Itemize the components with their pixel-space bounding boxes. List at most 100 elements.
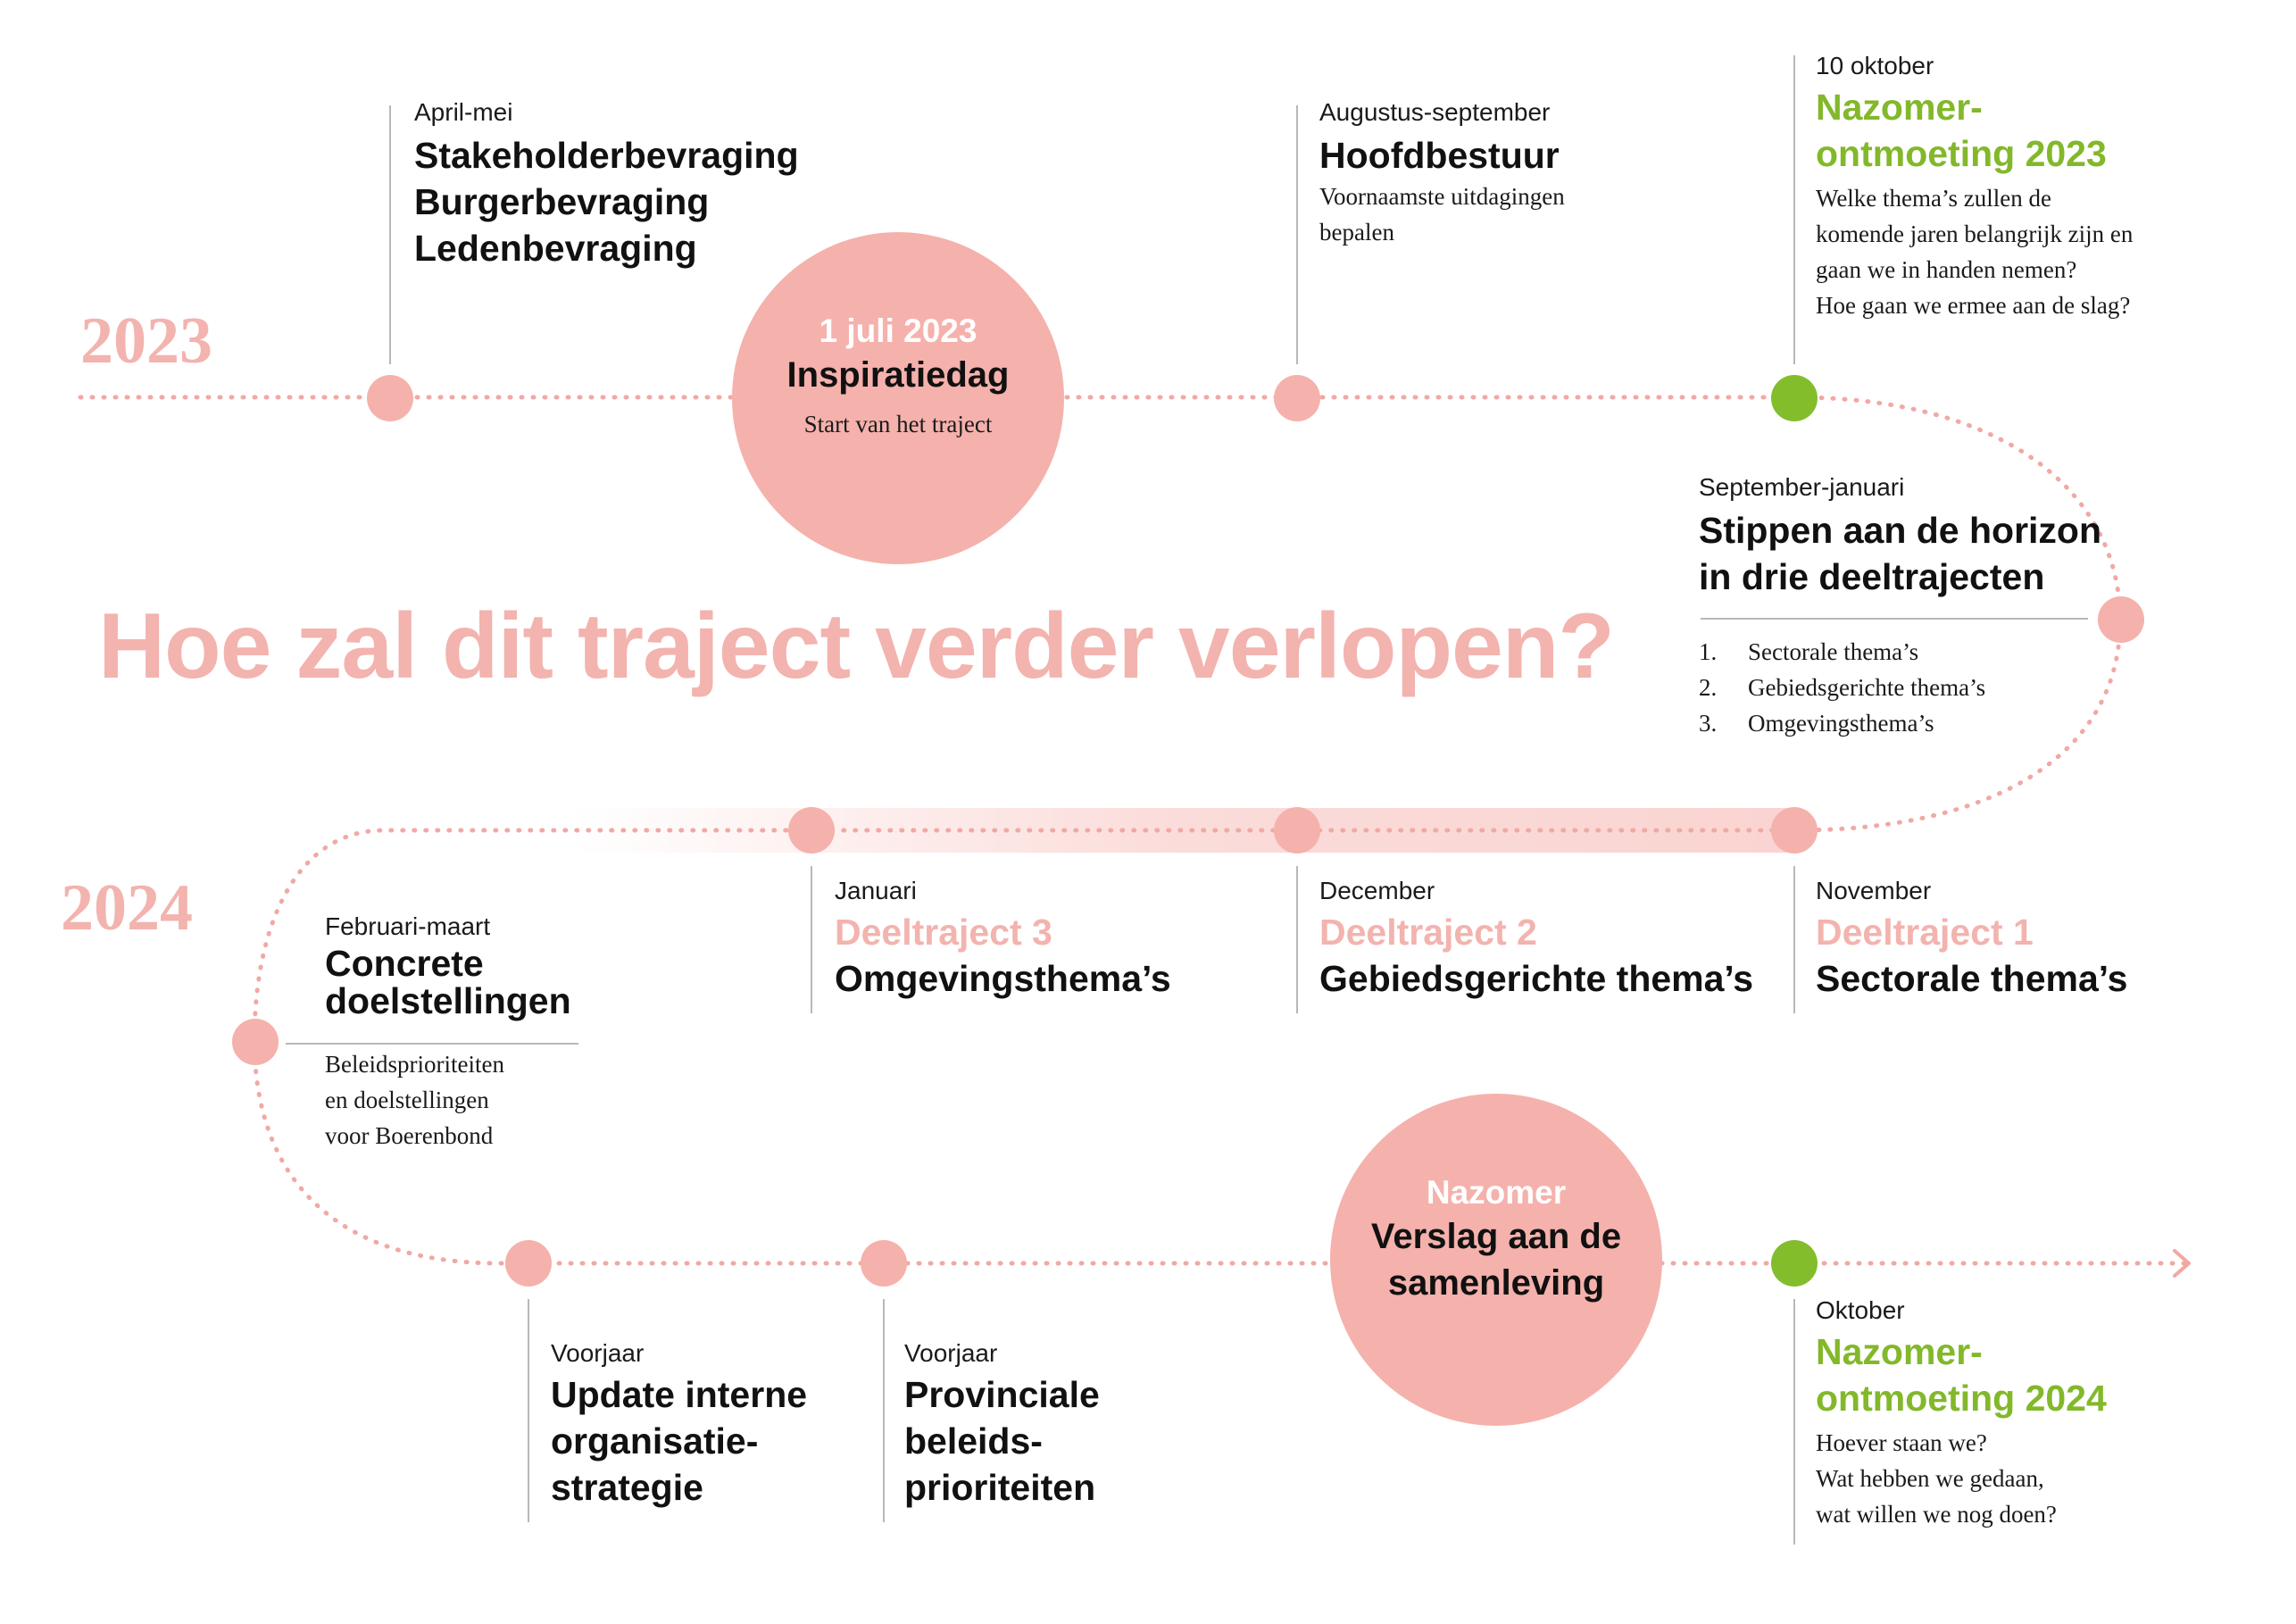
milestone-date: September-januari	[1699, 473, 1905, 501]
milestone-date: Oktober	[1816, 1296, 1905, 1324]
node-hoofdbestuur	[1274, 375, 1320, 421]
milestone-body: Start van het traject	[803, 411, 993, 437]
list-item: 3. Omgevingsthema’s	[1699, 705, 2101, 741]
milestone-body: Hoever staan we?	[1816, 1429, 1987, 1456]
milestone-title: strategie	[551, 1467, 703, 1508]
milestone-body: bepalen	[1319, 219, 1394, 246]
milestone-date: Augustus-september	[1319, 98, 1551, 126]
milestone-date: December	[1319, 877, 1435, 904]
milestone-body: Wat hebben we gedaan,	[1816, 1465, 2044, 1492]
year-2023: 2023	[80, 304, 212, 378]
milestone-date: November	[1816, 877, 1932, 904]
milestone-body: Welke thema’s zullen de	[1816, 185, 2051, 212]
milestone-title: Provinciale	[904, 1374, 1100, 1415]
list-text: Sectorale thema’s	[1748, 638, 1919, 665]
year-2024: 2024	[61, 871, 193, 945]
node-nazomer-2024	[1771, 1240, 1818, 1287]
milestone-date: 1 juli 2023	[819, 312, 977, 349]
list-text: Gebiedsgerichte thema’s	[1748, 674, 1986, 701]
connector-provinciale	[883, 1299, 885, 1522]
node-update	[505, 1240, 552, 1287]
milestone-subtitle: Deeltraject 1	[1816, 912, 2034, 953]
milestone-date: Januari	[835, 877, 917, 904]
milestone-title: Verslag aan de	[1370, 1217, 1622, 1256]
connector-deeltraject-3	[811, 866, 812, 1013]
milestone-line: Burgerbevraging	[414, 181, 710, 222]
milestone-body: gaan we in handen nemen?	[1816, 256, 2077, 283]
milestone-title: Inspiratiedag	[786, 355, 1010, 395]
node-april-mei	[367, 375, 413, 421]
milestone-inspiratiedag: 1 juli 2023 Inspiratiedag Start van het …	[732, 232, 1064, 564]
node-deeltraject-1	[1771, 807, 1818, 854]
milestone-title: beleids-	[904, 1420, 1043, 1462]
milestone-date: Nazomer	[1426, 1174, 1567, 1211]
milestone-title: Gebiedsgerichte thema’s	[1319, 958, 1754, 999]
connector-deeltraject-2	[1296, 866, 1298, 1013]
node-deeltraject-3	[788, 807, 835, 854]
connector-april-mei	[389, 105, 391, 364]
milestone-subtitle: Deeltraject 3	[835, 912, 1052, 953]
milestone-title: Nazomer-	[1816, 1331, 1983, 1372]
milestone-body: Hoe gaan we ermee aan de slag?	[1816, 292, 2131, 319]
milestone-title: Sectorale thema’s	[1816, 958, 2128, 999]
node-concreet	[232, 1019, 279, 1065]
milestone-date: 10 oktober	[1816, 52, 1934, 79]
milestone-date: Voorjaar	[551, 1339, 645, 1367]
milestone-deeltraject-2: December Deeltraject 2 Gebiedsgerichte t…	[1319, 877, 1753, 1002]
milestone-line: Ledenbevraging	[414, 228, 697, 269]
connector-hoofdbestuur	[1296, 105, 1298, 364]
list-item: 1. Sectorale thema’s	[1699, 634, 2101, 670]
node-provinciale	[861, 1240, 907, 1287]
milestone-title: Concrete	[325, 943, 484, 984]
page-title: Hoe zal dit traject verder verlopen?	[98, 595, 1615, 698]
milestone-body: voor Boerenbond	[325, 1122, 494, 1149]
connector-deeltraject-1	[1793, 866, 1795, 1013]
track-arrowhead	[2173, 1249, 2191, 1278]
list-text: Omgevingsthema’s	[1748, 710, 1934, 737]
connector-nazomer-2024	[1793, 1299, 1795, 1545]
list-number: 1.	[1699, 638, 1718, 665]
milestone-title: Update interne	[551, 1374, 808, 1415]
milestone-stippen: September-januari Stippen aan de horizon…	[1699, 473, 2101, 741]
milestone-deeltraject-3: Januari Deeltraject 3 Omgevingsthema’s	[835, 877, 1171, 1002]
milestone-title: Stippen aan de horizon	[1699, 510, 2102, 551]
milestone-nazomer-2024: Oktober Nazomer- ontmoeting 2024 Hoever …	[1816, 1296, 2107, 1532]
milestone-date: April-mei	[414, 98, 513, 126]
milestone-title: ontmoeting 2024	[1816, 1378, 2107, 1419]
list-number: 2.	[1699, 674, 1718, 701]
milestone-title: in drie deeltrajecten	[1699, 556, 2045, 597]
list-number: 3.	[1699, 710, 1718, 737]
divider-stippen	[1701, 618, 2088, 620]
milestone-hoofdbestuur: Augustus-september Hoofdbestuur Voornaam…	[1319, 98, 1565, 250]
milestone-line: Stakeholderbevraging	[414, 135, 799, 176]
connector-update	[528, 1299, 529, 1522]
milestone-date: Voorjaar	[904, 1339, 998, 1367]
milestone-body: komende jaren belangrijk zijn en	[1816, 221, 2134, 247]
milestone-april-mei: April-mei Stakeholderbevraging Burgerbev…	[414, 98, 799, 271]
milestone-verslag: Nazomer Verslag aan de samenleving	[1330, 1094, 1662, 1426]
milestone-body: en doelstellingen	[325, 1087, 489, 1113]
milestone-body: wat willen we nog doen?	[1816, 1501, 2057, 1528]
node-nazomer-2023	[1771, 375, 1818, 421]
milestone-title: prioriteiten	[904, 1467, 1096, 1508]
connector-nazomer-2023	[1793, 55, 1795, 364]
milestone-title: Hoofdbestuur	[1319, 135, 1560, 176]
list-item: 2. Gebiedsgerichte thema’s	[1699, 670, 2101, 705]
milestone-title: organisatie-	[551, 1420, 759, 1462]
milestone-title: Nazomer-	[1816, 87, 1983, 128]
milestone-deeltraject-1: November Deeltraject 1 Sectorale thema’s	[1816, 877, 2127, 1002]
milestone-title: ontmoeting 2023	[1816, 133, 2107, 174]
milestone-concreet: Februari-maart Concrete doelstellingen B…	[325, 912, 571, 1153]
node-deeltraject-2	[1274, 807, 1320, 854]
milestone-title: doelstellingen	[325, 980, 571, 1021]
milestone-update: Voorjaar Update interne organisatie- str…	[551, 1339, 807, 1511]
node-stippen	[2098, 596, 2144, 643]
milestone-nazomer-2023: 10 oktober Nazomer- ontmoeting 2023 Welk…	[1816, 52, 2133, 323]
milestone-subtitle: Deeltraject 2	[1319, 912, 1537, 953]
divider-concreet	[286, 1043, 578, 1045]
milestone-provinciale: Voorjaar Provinciale beleids- prioriteit…	[904, 1339, 1100, 1511]
milestone-body: Beleidsprioriteiten	[325, 1051, 504, 1078]
milestone-title: Omgevingsthema’s	[835, 958, 1171, 999]
milestone-date: Februari-maart	[325, 912, 491, 940]
